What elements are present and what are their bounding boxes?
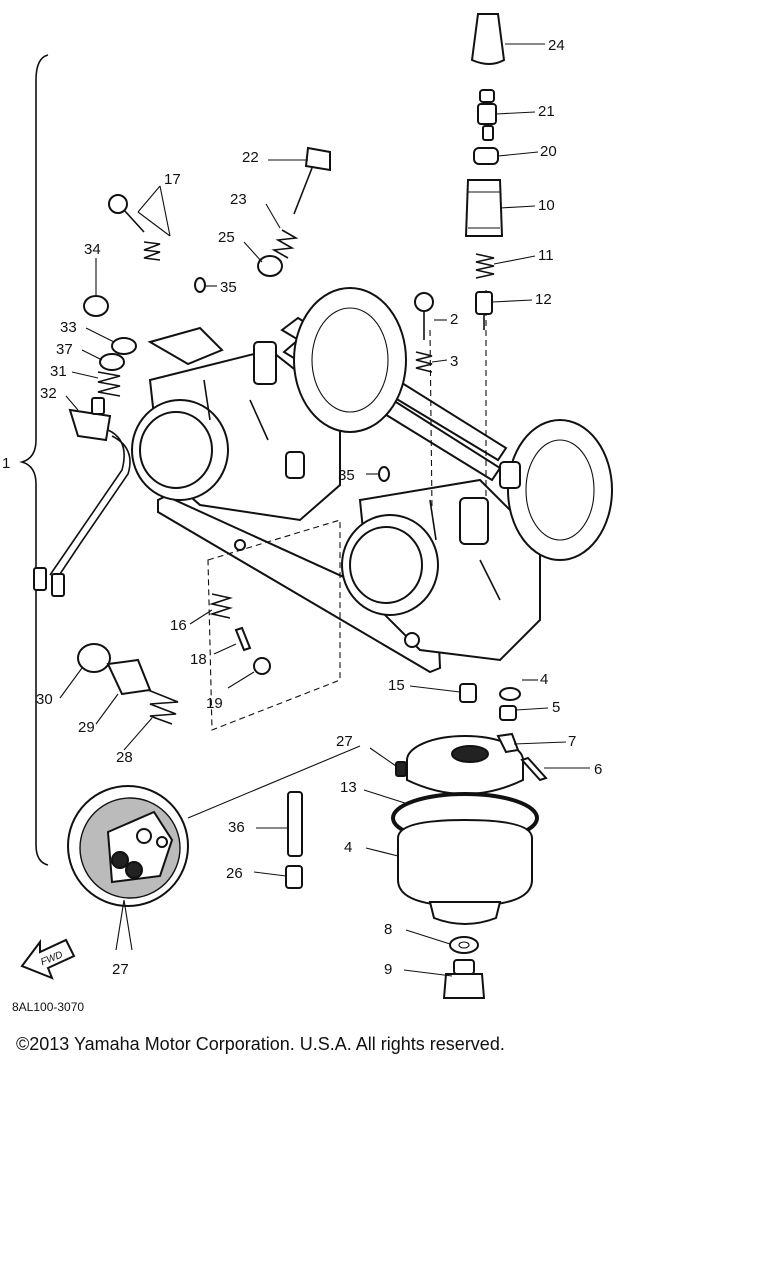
part-34-cap bbox=[83, 295, 109, 317]
part-2-screw bbox=[414, 292, 434, 340]
callout-2: 2 bbox=[450, 311, 458, 328]
callout-25: 25 bbox=[218, 229, 235, 246]
part-10-body bbox=[464, 179, 504, 237]
callout-16: 16 bbox=[170, 617, 187, 634]
callout-33: 33 bbox=[60, 319, 77, 336]
callout-32: 32 bbox=[40, 385, 57, 402]
part-37-ring bbox=[99, 353, 125, 371]
part-36-stud bbox=[287, 791, 303, 857]
callout-27-detail: 27 bbox=[112, 961, 129, 978]
part-6-pin bbox=[520, 756, 548, 782]
callout-26: 26 bbox=[226, 865, 243, 882]
callout-11: 11 bbox=[538, 247, 554, 264]
callout-27-top: 27 bbox=[336, 733, 353, 750]
part-15-jet bbox=[459, 683, 477, 703]
part-28-spring bbox=[147, 689, 179, 725]
part-4-bowl bbox=[397, 818, 533, 925]
copyright-notice: ©2013 Yamaha Motor Corporation. U.S.A. A… bbox=[16, 1034, 505, 1054]
callout-5: 5 bbox=[552, 699, 560, 716]
callout-23: 23 bbox=[230, 191, 247, 208]
part-26-nut bbox=[285, 865, 303, 889]
callout-labels: 1 24 21 20 10 11 12 2 3 22 17 23 25 34 3… bbox=[2, 37, 602, 978]
part-20-nut bbox=[473, 147, 499, 165]
part-7-pin bbox=[496, 732, 520, 754]
part-3-spring bbox=[415, 351, 433, 373]
float-bowl-detail bbox=[67, 785, 189, 907]
fwd-arrow-icon: FWD bbox=[20, 938, 76, 980]
callout-10: 10 bbox=[538, 197, 555, 214]
callout-29: 29 bbox=[78, 719, 95, 736]
part-9-plug bbox=[442, 959, 486, 999]
callout-34: 34 bbox=[84, 241, 101, 258]
part-31-spring bbox=[97, 371, 121, 397]
callout-12: 12 bbox=[535, 291, 552, 308]
part-5-jet bbox=[499, 705, 517, 721]
part-29-cylinder bbox=[106, 658, 152, 696]
part-35-o-ring-top bbox=[194, 277, 206, 293]
part-32-sensor bbox=[33, 397, 131, 597]
part-35-o-ring-mid bbox=[378, 466, 390, 482]
callout-8: 8 bbox=[384, 921, 392, 938]
part-18-pin bbox=[234, 626, 252, 652]
callout-35-top: 35 bbox=[220, 279, 237, 296]
callout-21: 21 bbox=[538, 103, 555, 120]
callout-4-top: 4 bbox=[540, 671, 548, 688]
part-24-cap bbox=[470, 13, 506, 65]
callout-17: 17 bbox=[164, 171, 181, 188]
part-21-plunger bbox=[477, 89, 497, 141]
carburetor-body bbox=[131, 287, 613, 674]
part-27-screw bbox=[395, 761, 407, 777]
part-8-washer bbox=[449, 936, 479, 954]
carburetor-exploded-diagram: FWD bbox=[2, 13, 613, 999]
part-17-screw bbox=[108, 194, 145, 233]
part-16-spring bbox=[209, 593, 233, 619]
part-19-washer bbox=[253, 657, 271, 675]
callout-3: 3 bbox=[450, 353, 458, 370]
part-33-washer bbox=[111, 337, 137, 355]
callout-36: 36 bbox=[228, 819, 245, 836]
callout-37: 37 bbox=[56, 341, 73, 358]
callout-24: 24 bbox=[548, 37, 565, 54]
callout-18: 18 bbox=[190, 651, 207, 668]
callout-9: 9 bbox=[384, 961, 392, 978]
callout-31: 31 bbox=[50, 363, 67, 380]
callout-20: 20 bbox=[540, 143, 557, 160]
leader-lines bbox=[59, 43, 590, 977]
callout-35-mid: 35 bbox=[338, 467, 355, 484]
callout-19: 19 bbox=[206, 695, 223, 712]
assembly-bracket bbox=[19, 54, 49, 866]
callout-1: 1 bbox=[2, 455, 10, 472]
part-12-plunger bbox=[475, 291, 493, 330]
part-23-spring bbox=[271, 229, 299, 259]
part-11-spring bbox=[475, 253, 495, 279]
callout-7: 7 bbox=[568, 733, 576, 750]
callout-4-bowl: 4 bbox=[344, 839, 352, 856]
part-float bbox=[406, 735, 524, 795]
diagram-code: 8AL100-3070 bbox=[12, 1000, 85, 1014]
callout-13: 13 bbox=[340, 779, 357, 796]
callout-30: 30 bbox=[36, 691, 53, 708]
part-17-spring bbox=[143, 241, 161, 261]
part-22-screw bbox=[293, 146, 331, 215]
callout-15: 15 bbox=[388, 677, 405, 694]
part-25-cap bbox=[257, 255, 283, 277]
part-4-washer-top bbox=[499, 687, 521, 701]
callout-22: 22 bbox=[242, 149, 259, 166]
part-30-cap bbox=[77, 643, 111, 673]
callout-28: 28 bbox=[116, 749, 133, 766]
callout-6: 6 bbox=[594, 761, 602, 778]
